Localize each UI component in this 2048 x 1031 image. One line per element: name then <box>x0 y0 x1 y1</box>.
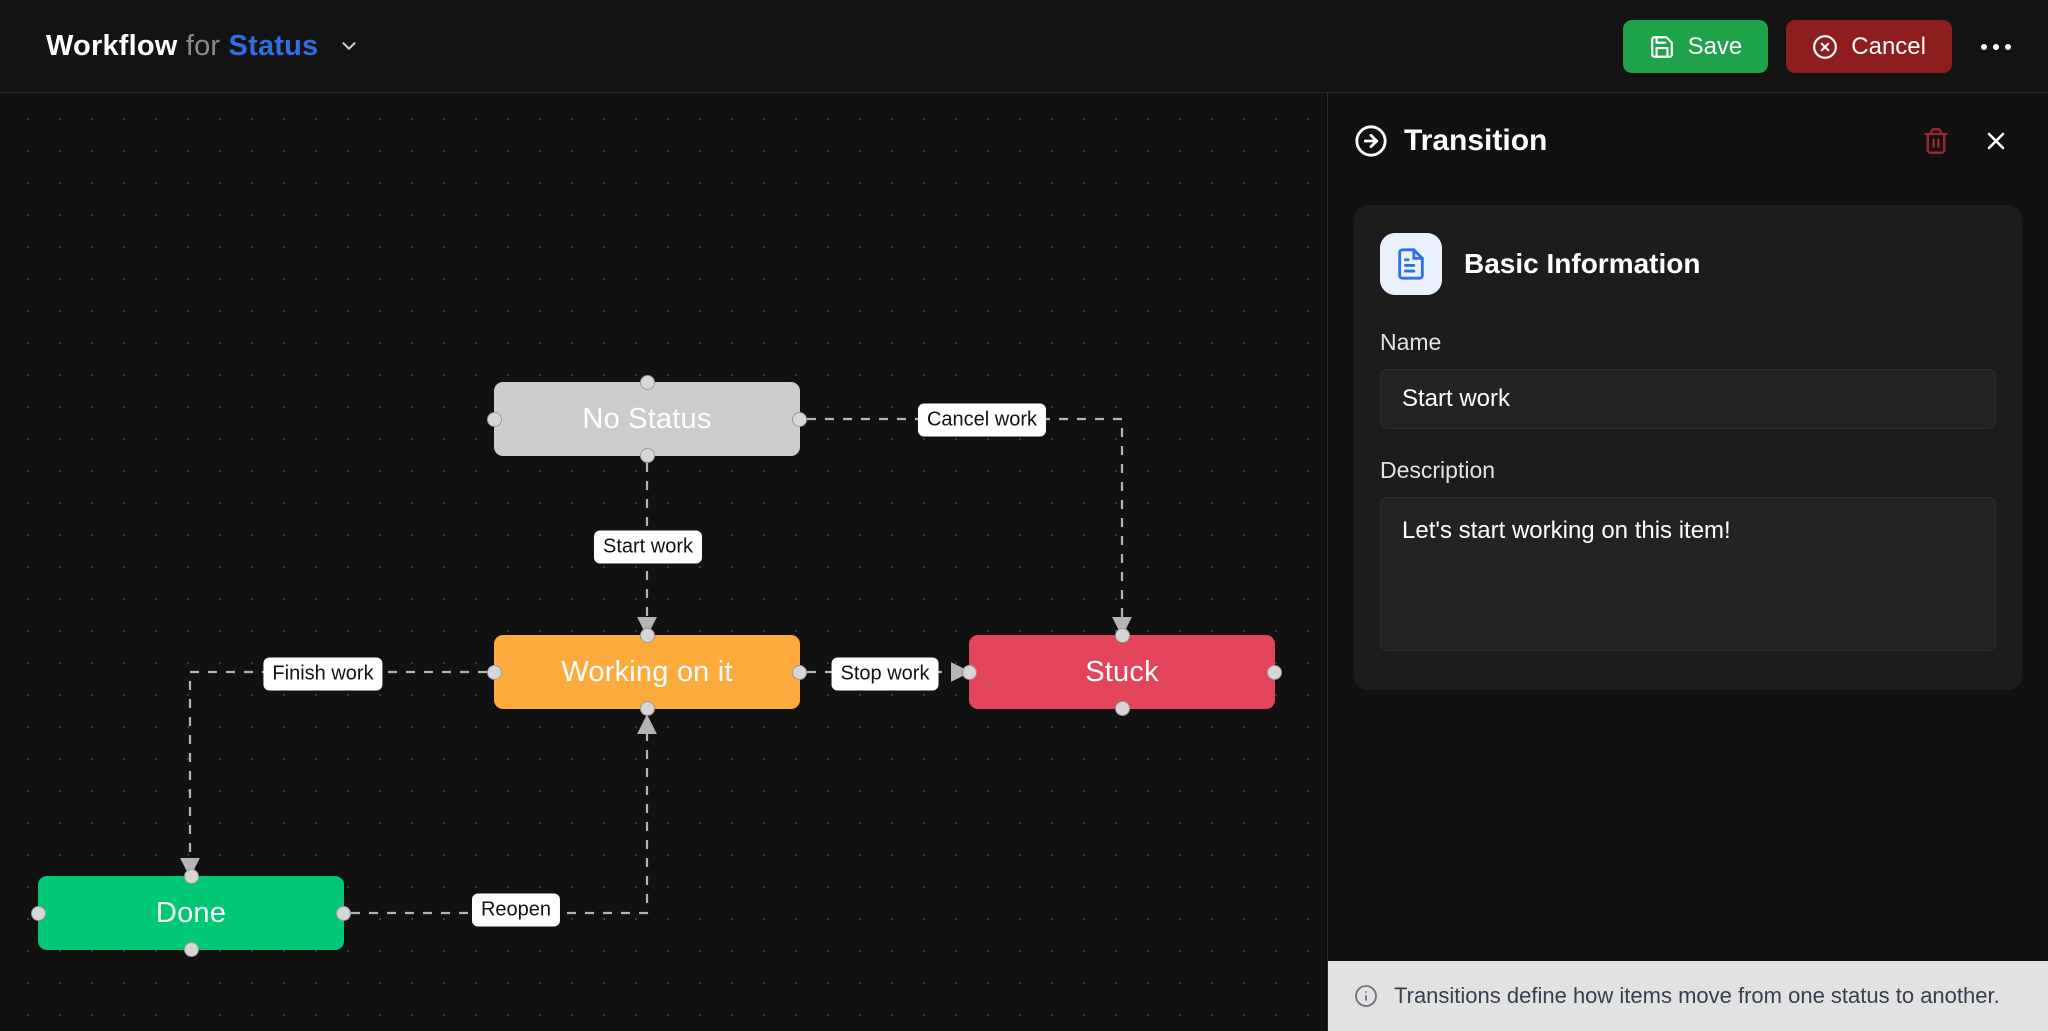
save-button[interactable]: Save <box>1622 20 1769 73</box>
basic-information-card: Basic Information Name Description <box>1354 205 2022 690</box>
ellipsis-icon-dot <box>1993 43 1999 50</box>
cancel-button[interactable]: Cancel <box>1786 20 1952 73</box>
ellipsis-icon-dot <box>2005 43 2011 50</box>
save-button-label: Save <box>1687 32 1743 60</box>
workflow-canvas[interactable]: No Status Working on it Stuck Done <box>0 93 1326 1031</box>
close-icon <box>1987 132 2005 150</box>
page-title-dim: for <box>185 29 221 62</box>
name-input[interactable] <box>1380 369 1996 429</box>
node-handle-bottom[interactable] <box>640 701 655 716</box>
cancel-button-label: Cancel <box>1851 32 1926 60</box>
node-handle-top[interactable] <box>640 375 655 390</box>
node-handle-right[interactable] <box>1267 665 1282 680</box>
node-handle-right[interactable] <box>792 665 807 680</box>
close-panel-button[interactable] <box>1974 119 2018 163</box>
basic-information-badge <box>1380 233 1442 295</box>
panel-footer-hint: Transitions define how items move from o… <box>1328 961 2048 1031</box>
top-bar-actions: Save Cancel <box>1622 0 2022 93</box>
chevron-down-icon[interactable] <box>338 35 360 57</box>
page-title: Workflow for Status <box>46 30 360 63</box>
node-label: Stuck <box>1085 655 1159 688</box>
edge-label-stop-work[interactable]: Stop work <box>831 657 939 691</box>
ellipsis-icon-dot <box>1981 43 1987 50</box>
basic-information-title: Basic Information <box>1464 248 1701 279</box>
node-handle-top[interactable] <box>184 869 199 884</box>
description-textarea[interactable] <box>1380 497 1996 651</box>
edge-label-cancel-work[interactable]: Cancel work <box>917 403 1047 437</box>
node-label: Working on it <box>561 655 733 688</box>
node-handle-top[interactable] <box>1115 628 1130 643</box>
node-handle-right[interactable] <box>336 906 351 921</box>
trash-icon <box>1924 128 1948 154</box>
page-title-strong: Workflow <box>46 29 178 62</box>
transition-panel: Transition Basic Information <box>1327 93 2048 1031</box>
description-field-label: Description <box>1380 457 1496 483</box>
edge-label-start-work[interactable]: Start work <box>593 530 703 564</box>
edge-label-finish-work[interactable]: Finish work <box>263 657 383 691</box>
delete-transition-button[interactable] <box>1914 119 1958 163</box>
info-icon <box>1355 985 1377 1007</box>
node-handle-left[interactable] <box>487 412 502 427</box>
node-handle-right[interactable] <box>792 412 807 427</box>
more-options-button[interactable] <box>1970 21 2022 73</box>
node-no-status[interactable]: No Status <box>487 375 807 463</box>
transition-panel-header: Transition <box>1328 93 2048 189</box>
node-handle-bottom[interactable] <box>640 448 655 463</box>
document-text-icon <box>1398 248 1424 280</box>
node-label: No Status <box>582 402 712 435</box>
edge-reopen <box>351 714 657 915</box>
node-handle-bottom[interactable] <box>1115 701 1130 716</box>
edge-cancel-work <box>807 417 1132 637</box>
basic-information-header: Basic Information <box>1380 233 1996 295</box>
node-handle-bottom[interactable] <box>184 942 199 957</box>
panel-footer-text: Transitions define how items move from o… <box>1394 983 2000 1008</box>
node-done[interactable]: Done <box>31 869 351 957</box>
node-handle-left[interactable] <box>962 665 977 680</box>
edge-label-reopen[interactable]: Reopen <box>471 893 561 927</box>
page-title-link: Status <box>228 29 319 62</box>
node-handle-left[interactable] <box>31 906 46 921</box>
x-circle-icon <box>1813 34 1838 59</box>
node-handle-top[interactable] <box>640 628 655 643</box>
floppy-disk-icon <box>1650 35 1673 58</box>
node-label: Done <box>155 896 227 929</box>
node-handle-left[interactable] <box>487 665 502 680</box>
panel-title: Transition <box>1404 124 1548 157</box>
name-field-label: Name <box>1380 329 1442 355</box>
node-stuck[interactable]: Stuck <box>962 628 1282 716</box>
edge-finish-work <box>180 670 487 878</box>
top-bar: Workflow for Status Save Cancel <box>0 0 2048 93</box>
node-working-on-it[interactable]: Working on it <box>487 628 807 716</box>
arrow-right-circle-icon <box>1355 125 1387 157</box>
